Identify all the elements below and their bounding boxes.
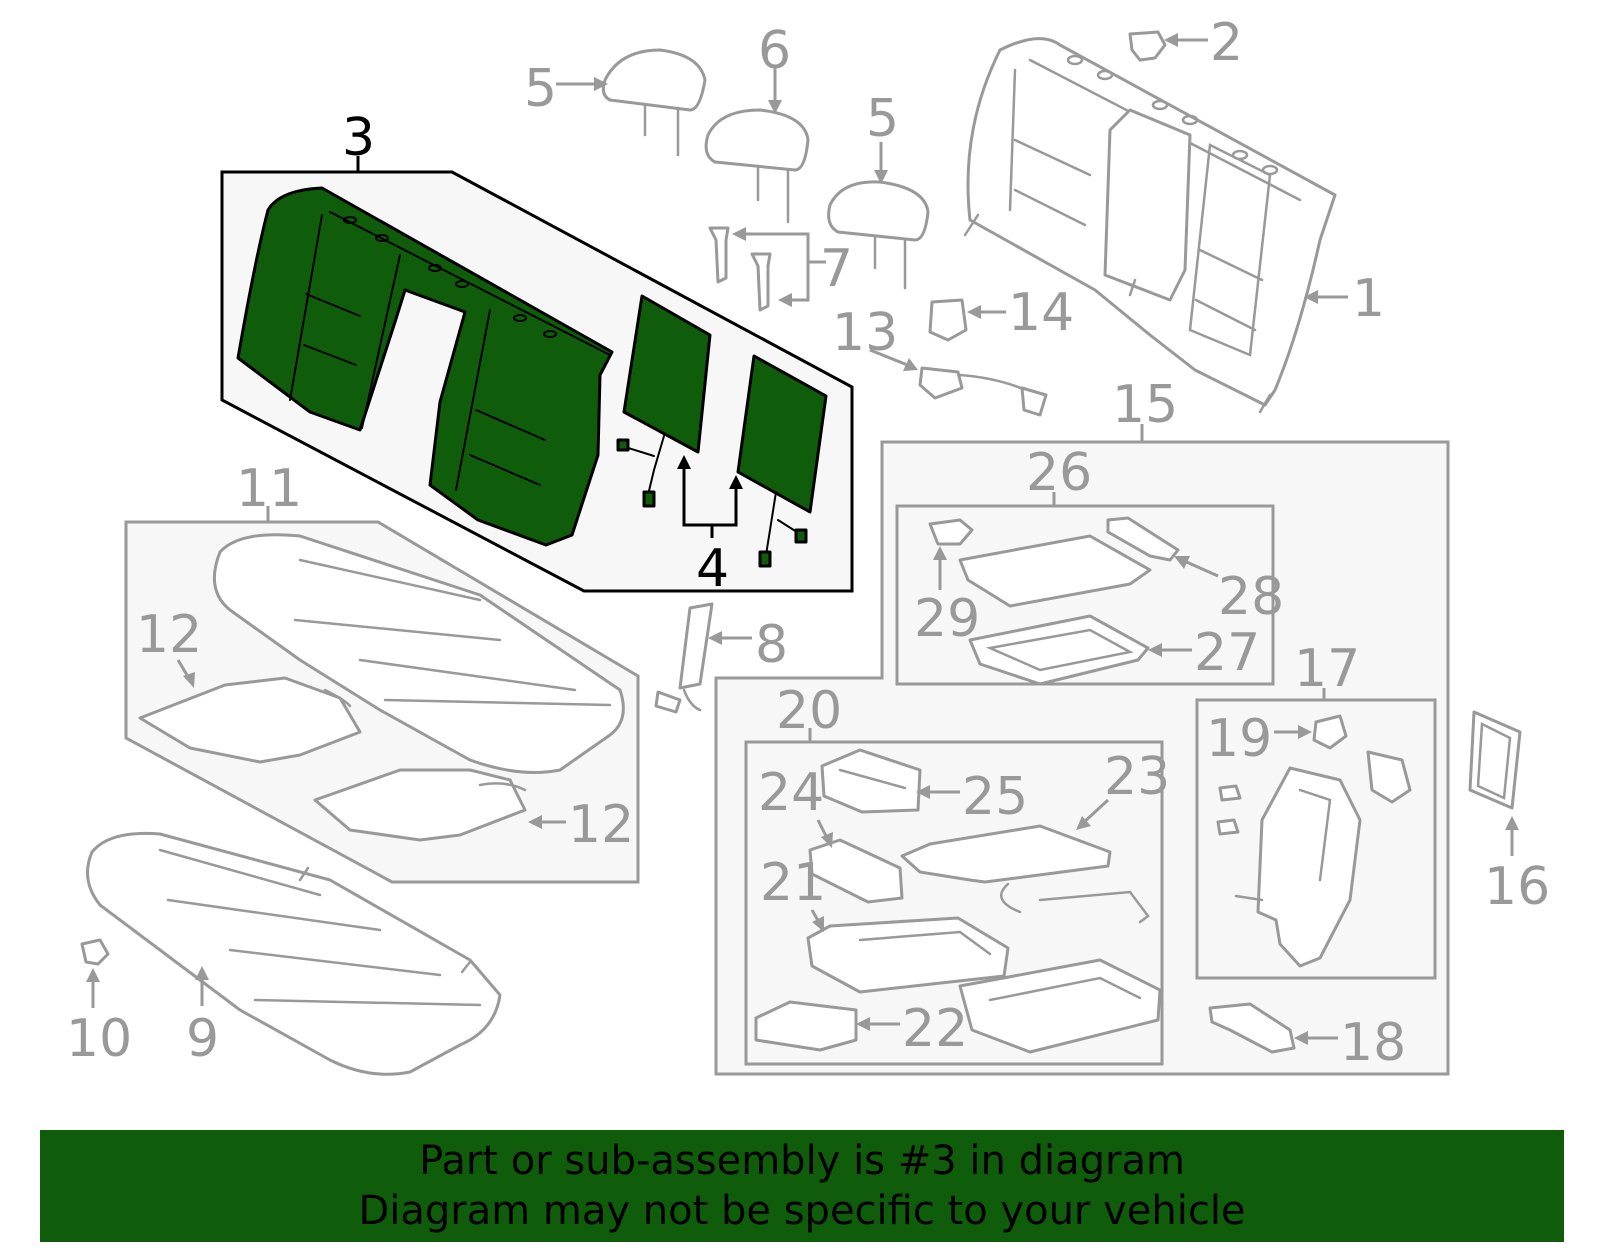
callout-22: 22 (856, 999, 968, 1059)
svg-text:3: 3 (342, 108, 375, 168)
svg-text:27: 27 (1194, 623, 1260, 683)
cushion-heater-part-12-lower[interactable] (313, 768, 527, 842)
callout-9: 9 (186, 966, 219, 1069)
callout-1: 1 (1304, 269, 1385, 329)
callout-12-lower: 12 (528, 795, 634, 855)
tray-part-24[interactable] (808, 838, 904, 904)
banner-line-2: Diagram may not be specific to your vehi… (358, 1188, 1246, 1234)
svg-text:7: 7 (820, 239, 853, 299)
armrest-frame-part-17[interactable] (1216, 750, 1412, 968)
svg-text:17: 17 (1294, 639, 1360, 699)
svg-text:12: 12 (136, 605, 202, 665)
svg-text:19: 19 (1206, 709, 1272, 769)
callout-25: 25 (916, 767, 1028, 827)
svg-text:20: 20 (776, 681, 842, 741)
svg-text:8: 8 (755, 615, 788, 675)
latch-cable-part-13[interactable] (918, 366, 1048, 417)
callout-19: 19 (1206, 709, 1312, 769)
console-box-part-21[interactable] (806, 916, 1010, 994)
seat-heater-part-4[interactable] (616, 294, 828, 568)
callout-21: 21 (760, 853, 826, 932)
callout-24: 24 (758, 763, 833, 848)
knob-part-19[interactable] (1312, 714, 1348, 750)
svg-text:14: 14 (1008, 283, 1074, 343)
clip-part-10[interactable] (80, 938, 110, 966)
svg-text:10: 10 (66, 1009, 132, 1069)
svg-text:9: 9 (186, 1009, 219, 1069)
svg-text:5: 5 (866, 89, 899, 149)
seat-cushion-part-11[interactable] (212, 533, 625, 774)
cushion-heater-part-12-upper[interactable] (138, 676, 362, 764)
svg-text:18: 18 (1340, 1013, 1406, 1073)
headrest-guide-part-7[interactable] (708, 226, 772, 312)
svg-text:21: 21 (760, 853, 826, 913)
svg-text:25: 25 (962, 767, 1028, 827)
latch-part-29[interactable] (928, 518, 974, 546)
headrest-part-5-right[interactable] (827, 180, 930, 290)
callout-8: 8 (708, 615, 788, 675)
bracket-part-14[interactable] (928, 298, 968, 342)
clip-part-2[interactable] (1128, 30, 1167, 62)
callout-23: 23 (1076, 747, 1170, 830)
callout-2: 2 (1164, 13, 1243, 73)
info-banner: Part or sub-assembly is #3 in diagram Di… (40, 1130, 1564, 1242)
callout-16: 16 (1484, 816, 1550, 917)
banner-line-1: Part or sub-assembly is #3 in diagram (419, 1138, 1185, 1184)
headrest-part-6[interactable] (704, 108, 810, 224)
svg-text:26: 26 (1026, 443, 1092, 503)
callout-14: 14 (967, 283, 1074, 343)
svg-text:11: 11 (236, 459, 302, 519)
callout-11: 11 (236, 459, 302, 522)
bracket-part-18[interactable] (1208, 1002, 1296, 1054)
console-lid-part-23[interactable] (900, 824, 1150, 924)
callout-5-left: 5 (524, 59, 608, 119)
stay-part-8[interactable] (654, 602, 714, 714)
callout-5-right: 5 (866, 89, 899, 184)
seat-back-cover-part-3[interactable] (236, 186, 614, 547)
svg-text:6: 6 (758, 21, 791, 81)
svg-text:2: 2 (1210, 13, 1243, 73)
switch-panel-part-25[interactable] (820, 748, 922, 814)
callout-17: 17 (1294, 639, 1360, 700)
callout-12-upper: 12 (136, 605, 202, 688)
svg-text:28: 28 (1218, 567, 1284, 627)
svg-text:23: 23 (1104, 747, 1170, 807)
callout-18: 18 (1294, 1013, 1406, 1073)
callout-6: 6 (758, 21, 791, 114)
callout-28: 28 (1174, 556, 1284, 627)
lid-inner-part-27[interactable] (968, 614, 1150, 686)
svg-text:13: 13 (832, 303, 898, 363)
callout-26: 26 (1026, 443, 1092, 506)
svg-text:5: 5 (524, 59, 557, 119)
svg-text:4: 4 (696, 539, 729, 599)
svg-text:16: 16 (1484, 857, 1550, 917)
panel-part-16[interactable] (1468, 710, 1522, 810)
callout-7: 7 (732, 227, 853, 307)
cup-holder-part-22[interactable] (754, 1000, 858, 1052)
console-base-part-20[interactable] (958, 958, 1162, 1054)
callout-20: 20 (776, 681, 842, 742)
callout-4: 4 (677, 455, 743, 599)
lid-part-26[interactable] (958, 534, 1152, 608)
svg-text:24: 24 (758, 763, 824, 823)
callout-13: 13 (832, 303, 918, 371)
svg-text:22: 22 (902, 999, 968, 1059)
svg-text:1: 1 (1352, 269, 1385, 329)
callout-10: 10 (66, 968, 132, 1069)
callout-27: 27 (1148, 623, 1260, 683)
callout-15: 15 (1112, 375, 1178, 442)
svg-text:12: 12 (568, 795, 634, 855)
callout-3: 3 (342, 108, 375, 172)
svg-text:15: 15 (1112, 375, 1178, 435)
seat-back-frame-part-1[interactable] (963, 37, 1337, 414)
headrest-part-5-left[interactable] (601, 48, 707, 157)
cushion-cover-part-9[interactable] (86, 831, 502, 1076)
hinge-part-28[interactable] (1106, 516, 1180, 562)
